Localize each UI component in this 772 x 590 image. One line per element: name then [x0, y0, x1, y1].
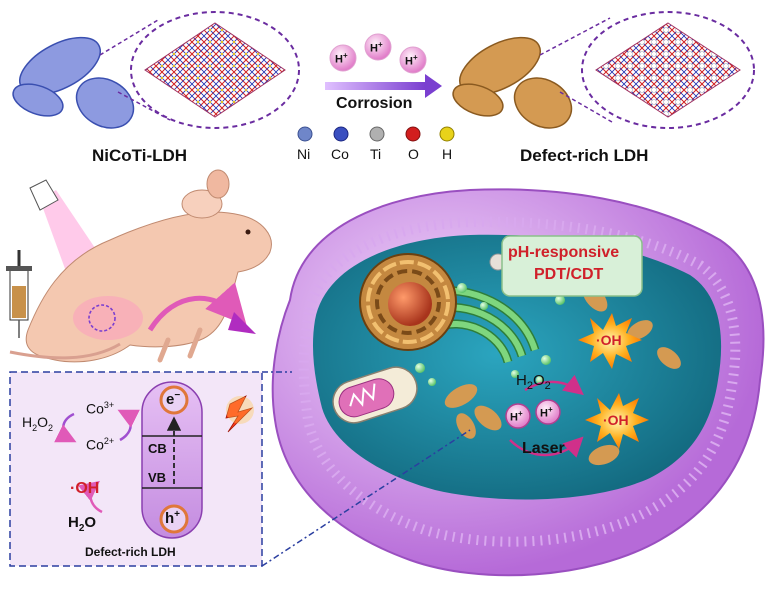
inset-box [9, 371, 263, 567]
vb-label: VB [148, 470, 167, 485]
radical-burst-2 [585, 393, 649, 449]
proton-bubble [329, 44, 357, 72]
cell-reaction-arrows [509, 374, 584, 458]
mouse-to-cell-arrowhead [228, 312, 256, 334]
legend-ni: Ni [297, 146, 311, 162]
corrosion-arrow [325, 74, 442, 98]
legend-h: H [442, 146, 453, 162]
proton-bubble [399, 46, 427, 74]
cell-proton-label: H+ [510, 409, 523, 424]
oh-radical-label-2: ·OH [603, 412, 629, 428]
ldh-flakes-in-cell [444, 253, 681, 466]
hole-circle [159, 504, 189, 534]
inset-connector [261, 371, 471, 567]
cb-label: CB [148, 441, 167, 456]
nucleus [359, 253, 457, 351]
nicoti-lattice-zoom [99, 11, 300, 129]
cell-h2o2-label: H2O2 [516, 372, 551, 392]
corrosion-label: Corrosion [336, 95, 413, 112]
corrosion-protons [329, 33, 427, 74]
legend-ti: Ti [370, 146, 382, 162]
tumor-site [88, 304, 116, 332]
pdt-cdt-label: PDT/CDT [534, 266, 604, 283]
nicoti-ldh-title: NiCoTi-LDH [92, 146, 188, 165]
proton-label: H+ [370, 40, 383, 55]
electron-label: e− [166, 390, 181, 408]
defect-ldh-title: Defect-rich LDH [520, 146, 649, 165]
hole-label: h+ [165, 509, 181, 527]
defect-lattice-zoom [539, 11, 755, 129]
inset-h2o-label: H2O [68, 514, 97, 534]
proton-label: H+ [335, 51, 348, 66]
oh-radical-label-1: ·OH [596, 332, 622, 348]
band-diagram [141, 381, 203, 539]
electron-circle [159, 385, 189, 415]
co2-label: Co2+ [86, 436, 115, 453]
cell-proton-label: H+ [540, 405, 553, 420]
proton-label: H+ [405, 53, 418, 68]
lightning-icon [225, 395, 254, 433]
mitochondrion [332, 366, 418, 424]
legend-o: O [408, 146, 419, 162]
legend-co: Co [331, 146, 349, 162]
syringe [6, 250, 32, 338]
inset-h2o2-label: H2O2 [22, 414, 54, 433]
cell-protons [505, 399, 561, 429]
mouse-to-cell-arrow [147, 282, 247, 332]
inset-reaction-arrows [54, 409, 140, 514]
proton-bubble [364, 33, 392, 61]
nicoti-ldh-plates [12, 36, 135, 129]
ph-responsive-box [501, 235, 643, 297]
inset-title: Defect-rich LDH [85, 545, 176, 559]
inset-oh-label: ·OH [70, 480, 100, 497]
co3-label: Co3+ [86, 400, 115, 417]
element-legend-balls [297, 126, 455, 142]
ph-responsive-label: pH-responsive [508, 244, 620, 261]
radical-burst-1 [578, 313, 642, 369]
laser-label: Laser [522, 440, 565, 457]
defect-ldh-plates [452, 36, 573, 129]
